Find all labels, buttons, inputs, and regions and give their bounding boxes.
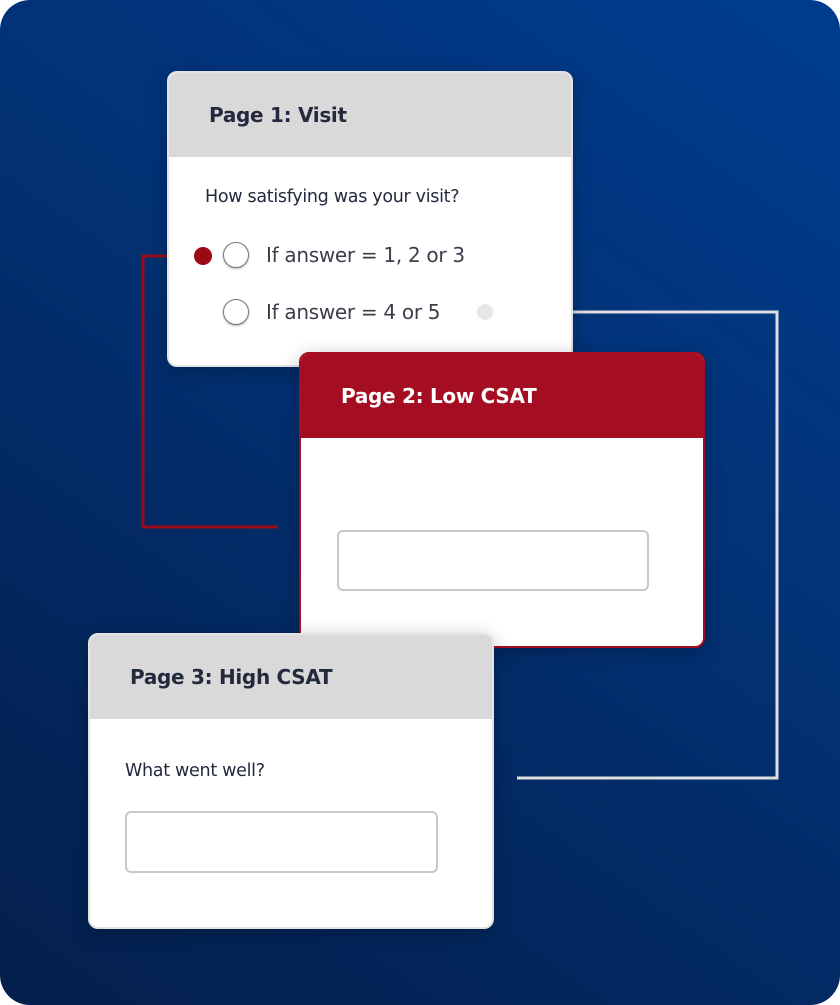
page-1-title: Page 1: Visit [209,103,347,127]
option-label: If answer = 1, 2 or 3 [266,243,465,267]
option-label: If answer = 4 or 5 [266,300,441,324]
low-connector-dot-icon [194,247,212,265]
page-3-question: What went well? [125,761,265,781]
page-1-question: How satisfying was your visit? [205,187,460,207]
high-csat-connector [485,310,779,780]
page-2-text-input[interactable] [337,530,649,591]
page-2-header: Page 2: Low CSAT [301,354,703,438]
radio-button[interactable] [223,242,249,268]
page-1-card: Page 1: Visit How satisfying was your vi… [167,71,573,367]
page-2-title: Page 2: Low CSAT [341,384,537,408]
page-3-card: Page 3: High CSAT What went well? [88,633,494,929]
radio-button[interactable] [223,299,249,325]
page-1-header: Page 1: Visit [169,73,571,157]
page-2-card: Page 2: Low CSAT [299,352,705,648]
page-3-header: Page 3: High CSAT [90,635,492,719]
page-3-title: Page 3: High CSAT [130,665,333,689]
option-high[interactable]: If answer = 4 or 5 [223,299,441,325]
high-connector-dot-icon [477,304,493,320]
page-3-text-input[interactable] [125,811,438,873]
option-low[interactable]: If answer = 1, 2 or 3 [223,242,465,268]
